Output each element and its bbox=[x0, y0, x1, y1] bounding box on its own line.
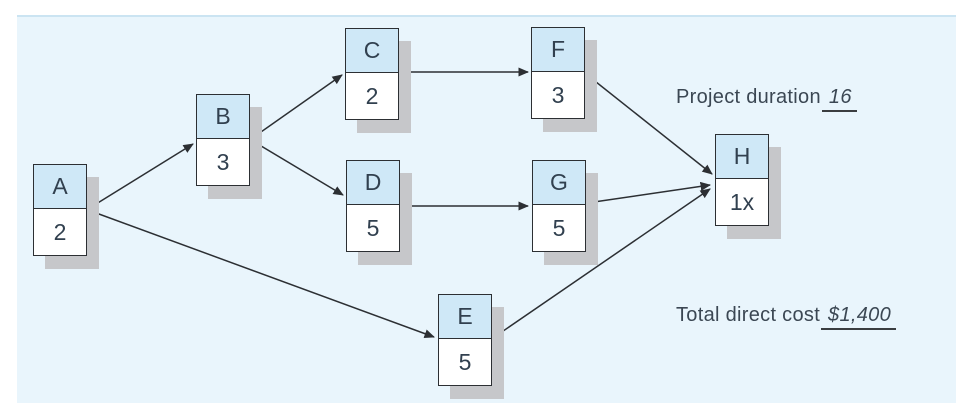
total-direct-cost-annotation: Total direct cost$1,400 bbox=[676, 304, 897, 330]
node-D-label: D bbox=[346, 160, 400, 205]
node-H-value: 1x bbox=[715, 179, 769, 226]
node-E-label: E bbox=[438, 294, 492, 339]
node-F: F 3 bbox=[531, 27, 585, 119]
node-C-label: C bbox=[345, 28, 399, 73]
project-duration-label: Project duration bbox=[676, 86, 821, 108]
node-H: H 1x bbox=[715, 134, 769, 226]
node-F-label: F bbox=[531, 27, 585, 72]
node-B-label: B bbox=[196, 94, 250, 139]
node-E: E 5 bbox=[438, 294, 492, 386]
node-D: D 5 bbox=[346, 160, 400, 252]
node-C: C 2 bbox=[345, 28, 399, 120]
node-E-value: 5 bbox=[438, 339, 492, 386]
project-duration-value: 16 bbox=[821, 86, 857, 112]
total-direct-cost-label: Total direct cost bbox=[676, 304, 821, 326]
node-H-label: H bbox=[715, 134, 769, 179]
node-A: A 2 bbox=[33, 164, 87, 256]
node-C-value: 2 bbox=[345, 73, 399, 120]
node-B: B 3 bbox=[196, 94, 250, 186]
node-G-value: 5 bbox=[532, 205, 586, 252]
node-G: G 5 bbox=[532, 160, 586, 252]
node-A-label: A bbox=[33, 164, 87, 209]
node-D-value: 5 bbox=[346, 205, 400, 252]
node-F-value: 3 bbox=[531, 72, 585, 119]
node-A-value: 2 bbox=[33, 209, 87, 256]
node-B-value: 3 bbox=[196, 139, 250, 186]
total-direct-cost-value: $1,400 bbox=[821, 304, 897, 330]
node-G-label: G bbox=[532, 160, 586, 205]
